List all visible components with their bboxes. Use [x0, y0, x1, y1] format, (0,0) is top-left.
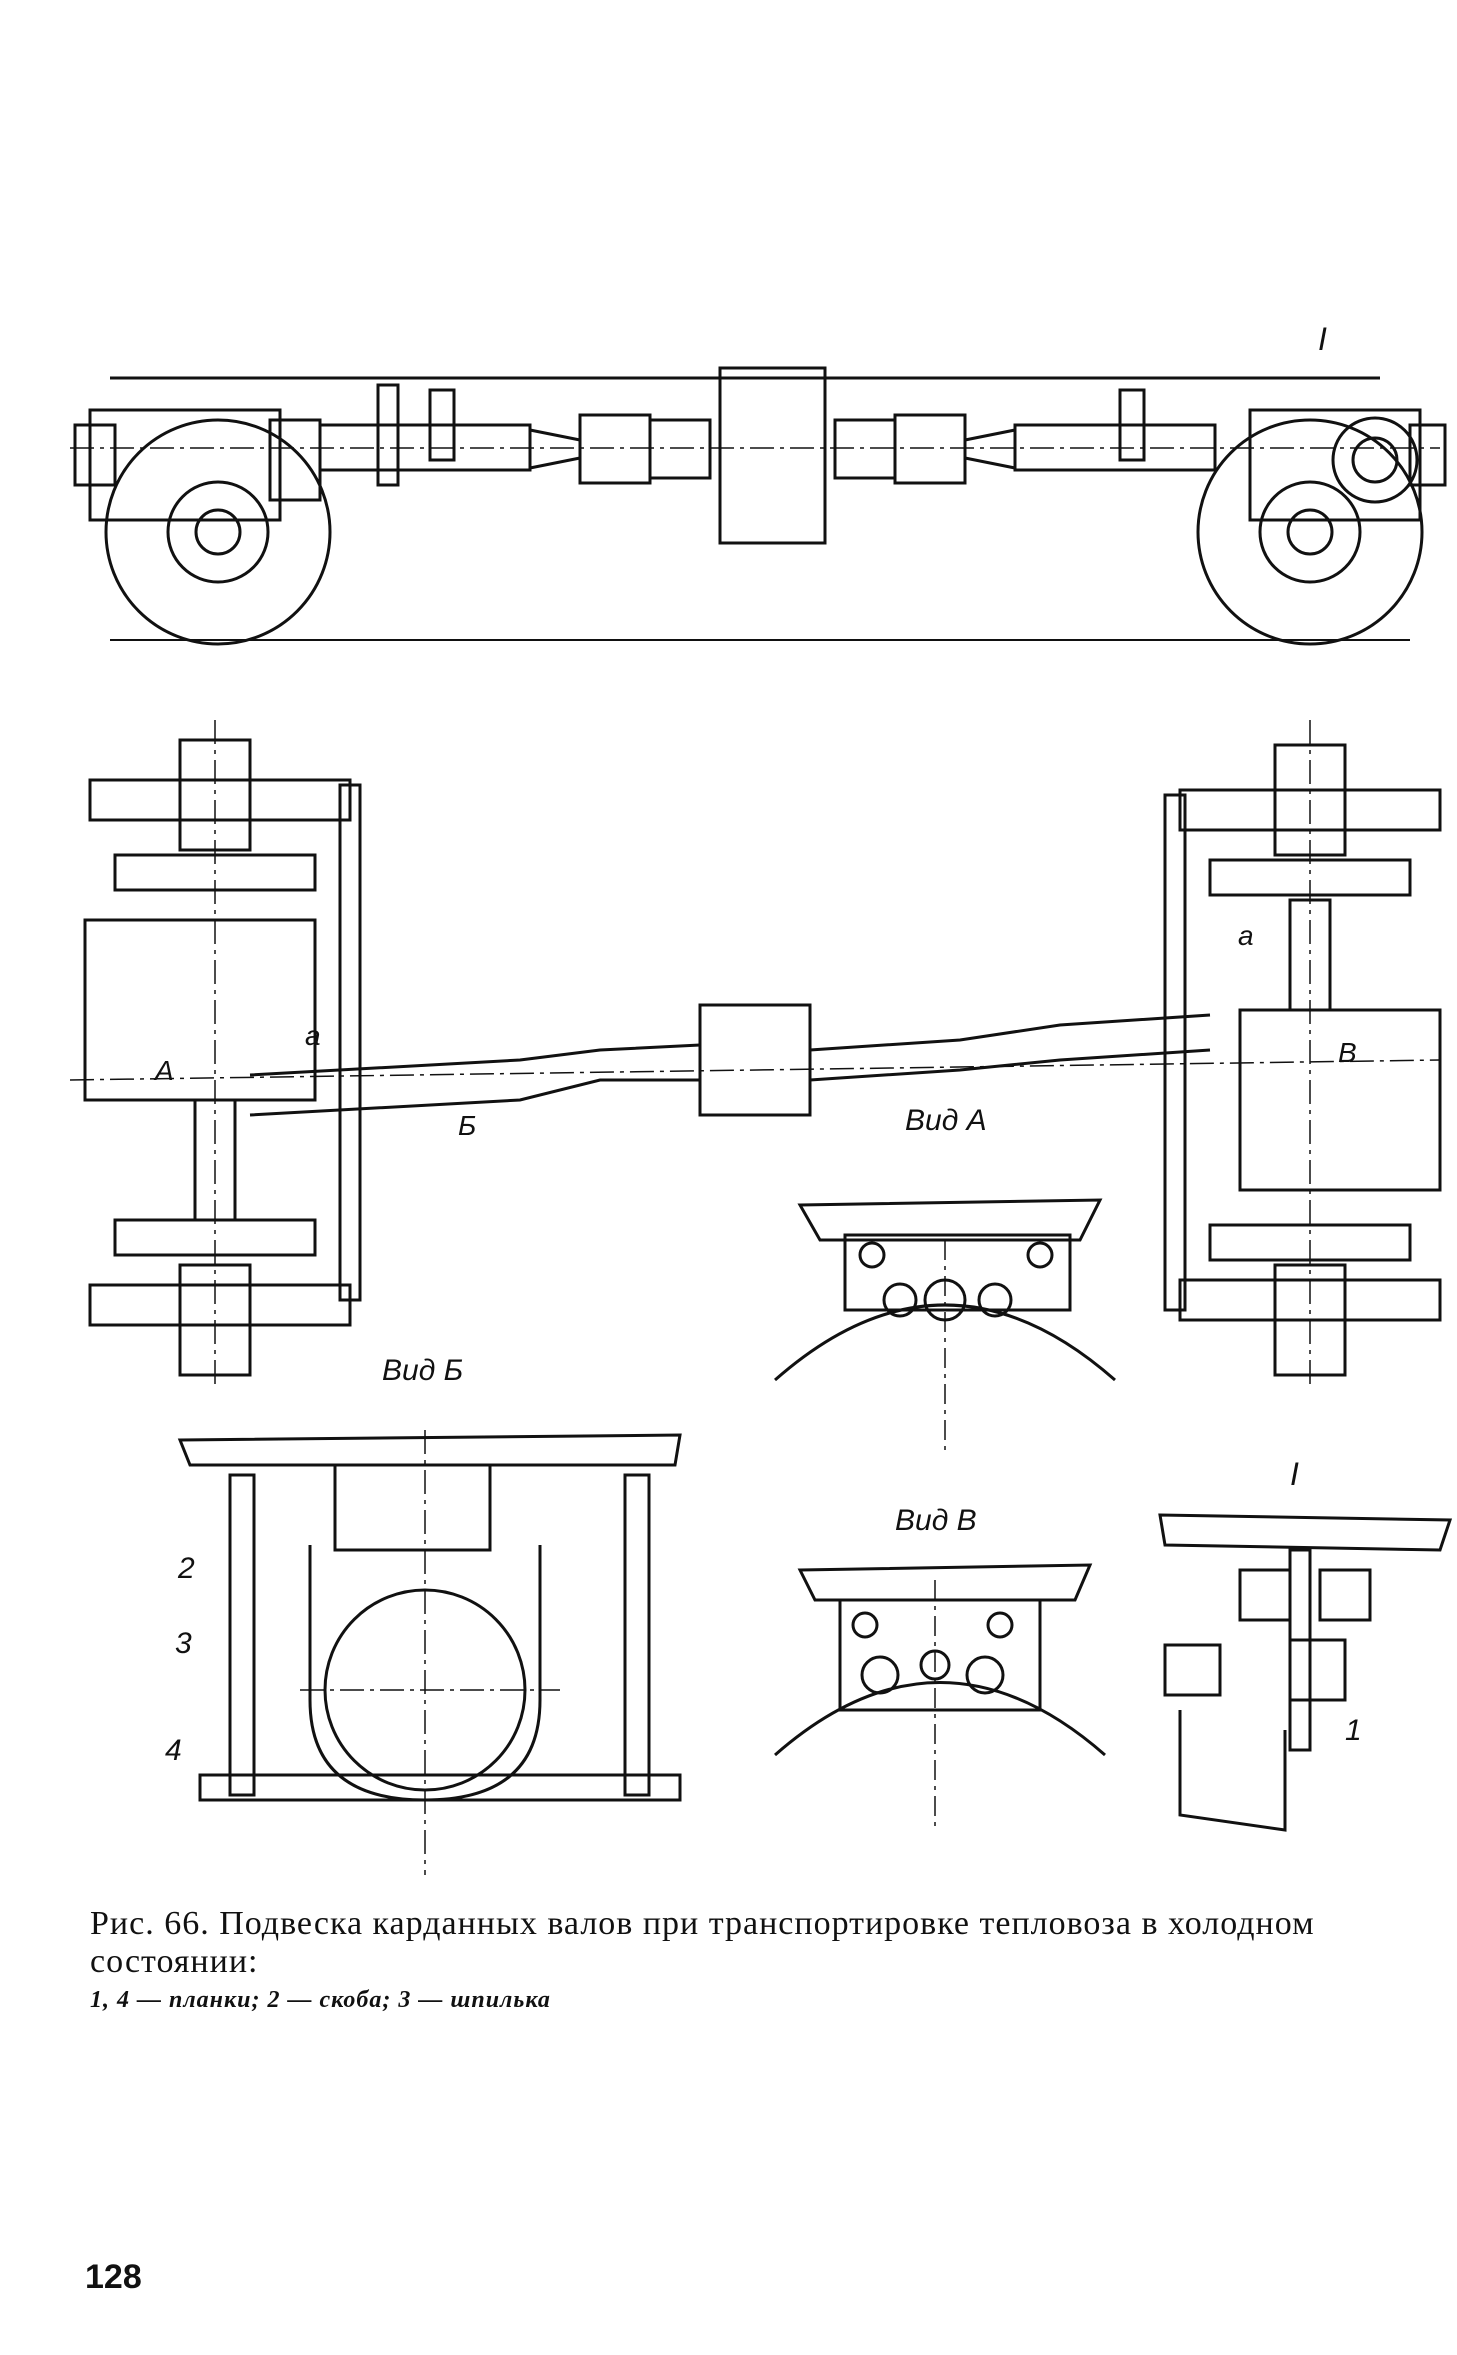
- view-b: [177, 1430, 682, 1875]
- label-view-a: Вид А: [905, 1104, 987, 1137]
- label-arrow-b: Б: [458, 1110, 476, 1141]
- caption-title: Рис. 66. Подвеска карданных валов при тр…: [90, 1905, 1450, 1981]
- label-detail-i: I: [1290, 1456, 1299, 1492]
- label-num-3: 3: [175, 1627, 192, 1660]
- label-view-b: Вид Б: [382, 1354, 463, 1387]
- caption-legend: 1, 4 — планки; 2 — скоба; 3 — шпилька: [90, 1987, 551, 2013]
- detail-i: [1158, 1513, 1453, 1832]
- view-a: [774, 1198, 1116, 1455]
- label-arrow-a: А: [153, 1055, 174, 1086]
- page-number: 128: [85, 2258, 142, 2296]
- caption-text: Подвеска карданных валов при транспортир…: [90, 1905, 1315, 1980]
- label-num-1: 1: [1345, 1714, 1362, 1747]
- figure-labels: I Вид А Вид Б Вид В а а А Б В 2 3 4 I 1: [153, 321, 1362, 1767]
- label-roman-one: I: [1318, 321, 1327, 357]
- label-num-4: 4: [165, 1734, 182, 1767]
- label-view-v: Вид В: [895, 1504, 977, 1537]
- caption-prefix: Рис. 66.: [90, 1905, 210, 1942]
- label-num-2: 2: [177, 1552, 195, 1585]
- label-arrow-v: В: [1338, 1037, 1357, 1068]
- label-letter-a-right: а: [1238, 920, 1254, 951]
- figure-caption: Рис. 66. Подвеска карданных валов при тр…: [90, 1905, 1450, 2014]
- side-view: [70, 366, 1447, 646]
- view-v: [774, 1563, 1106, 1830]
- label-letter-a-left: а: [305, 1020, 321, 1051]
- plan-view: [69, 720, 1442, 1390]
